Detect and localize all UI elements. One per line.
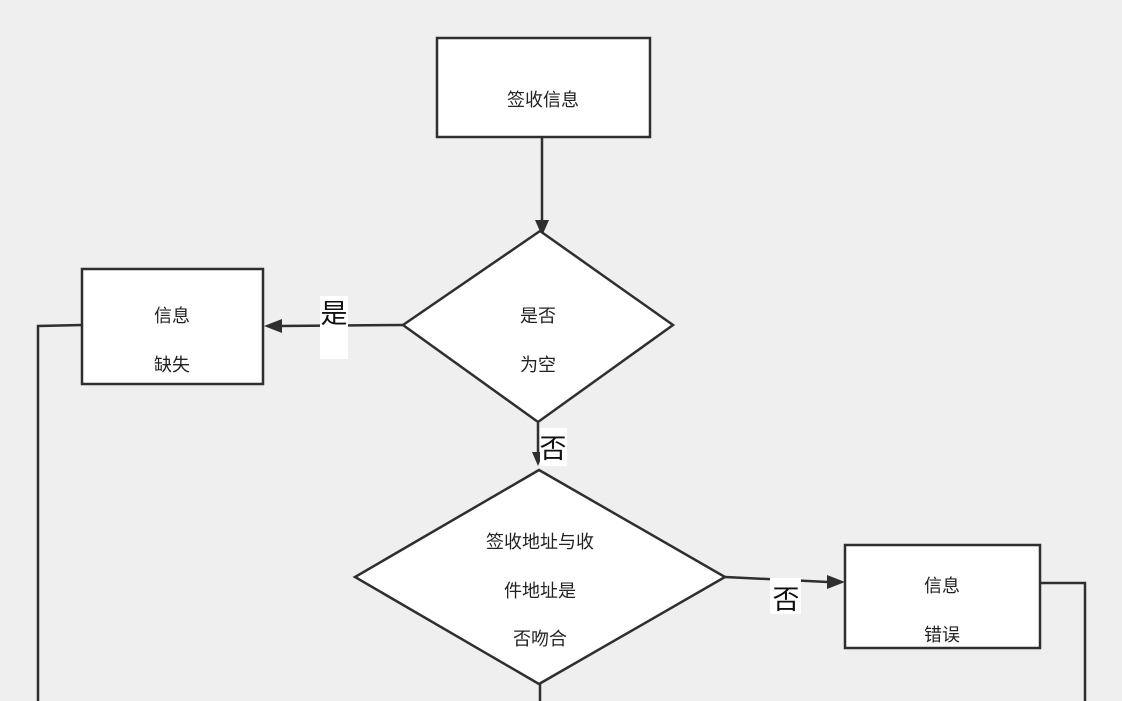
- node-is-empty-decision[interactable]: [400, 229, 676, 424]
- node-info-error-line-1: 信息: [924, 576, 960, 597]
- arrowhead-down-1: [535, 220, 549, 236]
- node-address-match-line-1: 签收地址与收: [486, 532, 594, 553]
- edge-label-yes: 是: [321, 299, 348, 330]
- connector-missing-down: [36, 323, 83, 701]
- node-address-match-line-3: 否吻合: [513, 629, 567, 650]
- edge-label-no-right: 否: [773, 585, 800, 616]
- node-info-missing[interactable]: [80, 267, 265, 386]
- node-sign-info-text: 签收信息: [507, 90, 579, 111]
- node-info-error[interactable]: [843, 543, 1042, 650]
- arrowhead-right: [827, 575, 845, 589]
- node-info-missing-line-2: 缺失: [154, 355, 190, 376]
- edge-label-no-right-bg: [770, 578, 801, 614]
- node-address-match-line-2: 件地址是: [504, 581, 576, 602]
- node-address-match-decision[interactable]: [352, 468, 728, 686]
- edge-label-yes-bg: [320, 296, 348, 359]
- connector-error-down: [1041, 581, 1087, 701]
- node-info-error-line-2: 错误: [924, 625, 960, 646]
- node-info-missing-line-1: 信息: [154, 306, 190, 327]
- node-is-empty-line-1: 是否: [520, 306, 556, 327]
- edge-label-no-down-bg: [540, 428, 567, 466]
- arrowhead-left: [264, 319, 282, 333]
- node-sign-info[interactable]: [435, 36, 652, 139]
- edge-label-no-down: 否: [540, 434, 567, 465]
- node-is-empty-line-2: 为空: [520, 355, 556, 376]
